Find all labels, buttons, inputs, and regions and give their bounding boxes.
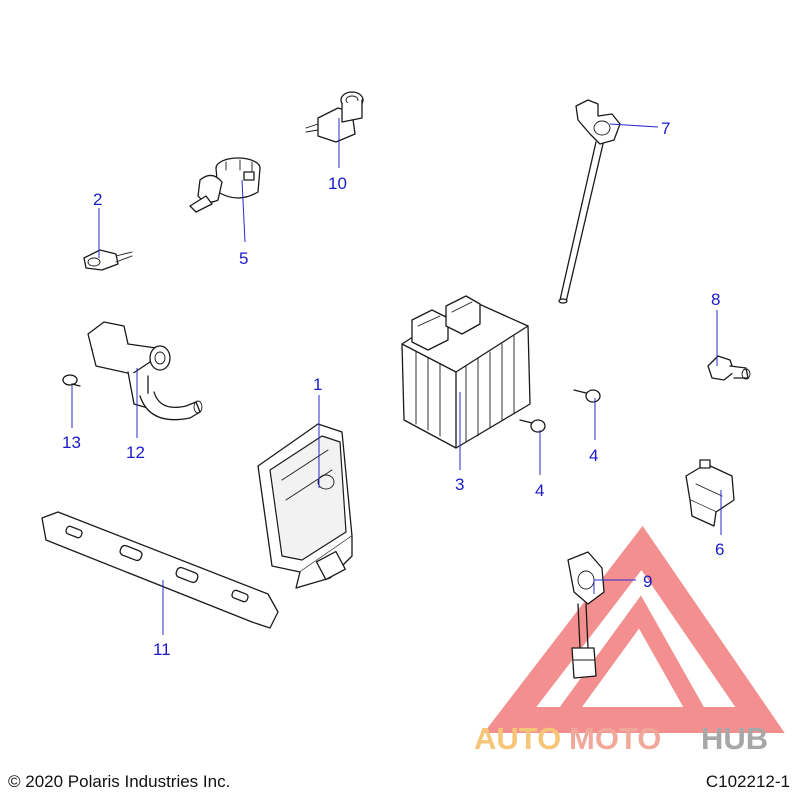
part-12-valve <box>87 321 203 421</box>
callout-3: 3 <box>455 475 464 494</box>
callout-9: 9 <box>643 572 652 591</box>
callout-1: 1 <box>313 375 322 394</box>
callout-12: 12 <box>126 443 145 462</box>
part-13-bolt <box>62 374 81 387</box>
callout-4a: 4 <box>535 481 544 500</box>
copyright-notice: © 2020 Polaris Industries Inc. <box>8 772 231 791</box>
callout-5: 5 <box>239 249 248 268</box>
callout-11: 11 <box>153 640 171 659</box>
part-5-ignition-switch <box>189 157 261 213</box>
callout-8: 8 <box>711 290 720 309</box>
callout-13: 13 <box>62 433 81 452</box>
part-1-ecu <box>257 423 353 589</box>
leader-7 <box>609 123 659 128</box>
watermark-logo: AUTO MOTO HUB <box>474 525 785 756</box>
part-11-bracket <box>41 511 279 629</box>
callout-7: 7 <box>661 119 670 138</box>
watermark-moto: MOTO <box>569 721 661 756</box>
part-7-sensor-rod <box>558 99 621 304</box>
leader-5 <box>241 179 246 243</box>
callout-2: 2 <box>93 190 102 209</box>
part-9-sensor-harness <box>567 551 605 679</box>
part-4-bolt-b <box>573 389 601 403</box>
part-10-connector <box>305 91 364 143</box>
callout-4b: 4 <box>589 446 598 465</box>
callout-10: 10 <box>328 174 347 193</box>
callout-6: 6 <box>715 540 724 559</box>
watermark-hub: HUB <box>701 721 768 756</box>
drawing-number: C102212-1 <box>705 772 790 791</box>
part-4-bolt-a <box>519 419 546 433</box>
leader-9 <box>593 579 636 594</box>
watermark-triangle-inner <box>542 595 718 731</box>
watermark-auto: AUTO <box>474 721 561 756</box>
part-6-map-sensor <box>685 459 735 527</box>
part-3-regulator <box>401 295 531 449</box>
part-8-temp-sensor <box>707 355 751 381</box>
part-2-sensor <box>83 249 133 271</box>
